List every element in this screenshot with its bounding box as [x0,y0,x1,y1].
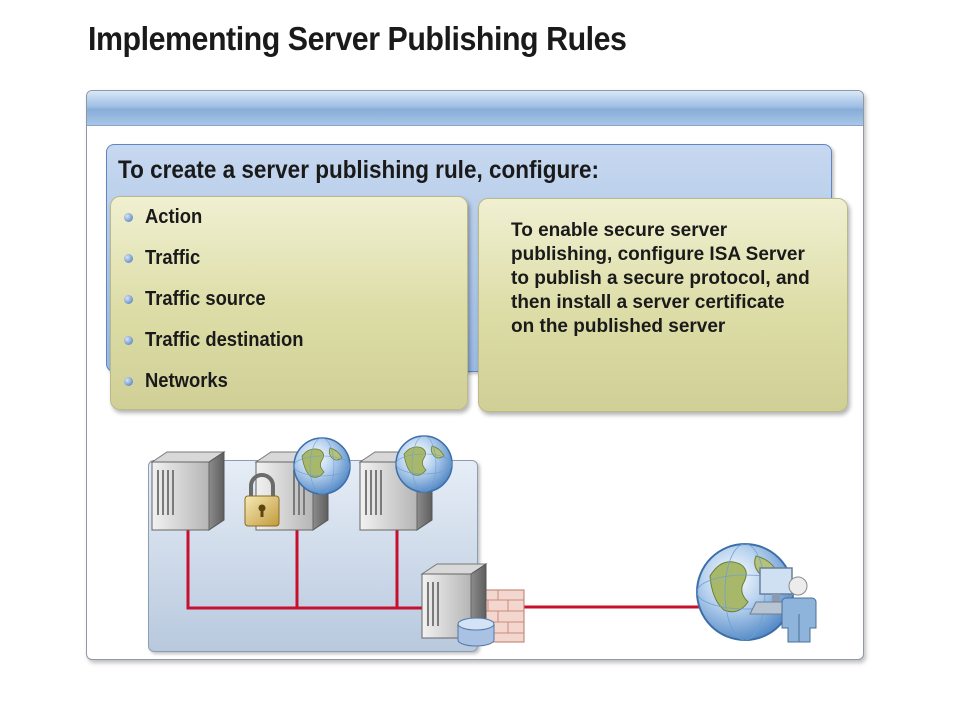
published-network-zone [148,460,478,652]
list-item-label: Traffic [145,247,201,269]
list-item-label: Traffic destination [145,329,304,351]
list-item-label: Networks [145,370,228,392]
list-item-label: Traffic source [145,288,266,310]
slide-title: Implementing Server Publishing Rules [88,20,627,57]
panel-header-bar [87,91,863,126]
bullet-icon [124,254,133,263]
secure-publishing-note-card [478,198,848,412]
secure-publishing-note: To enable secure server publishing, conf… [511,220,810,337]
bullet-icon [124,377,133,386]
bullet-icon [124,295,133,304]
bullet-icon [124,213,133,222]
config-items-card [110,196,468,410]
list-item-label: Action [145,206,203,228]
config-heading: To create a server publishing rule, conf… [118,156,599,184]
bullet-icon [124,336,133,345]
